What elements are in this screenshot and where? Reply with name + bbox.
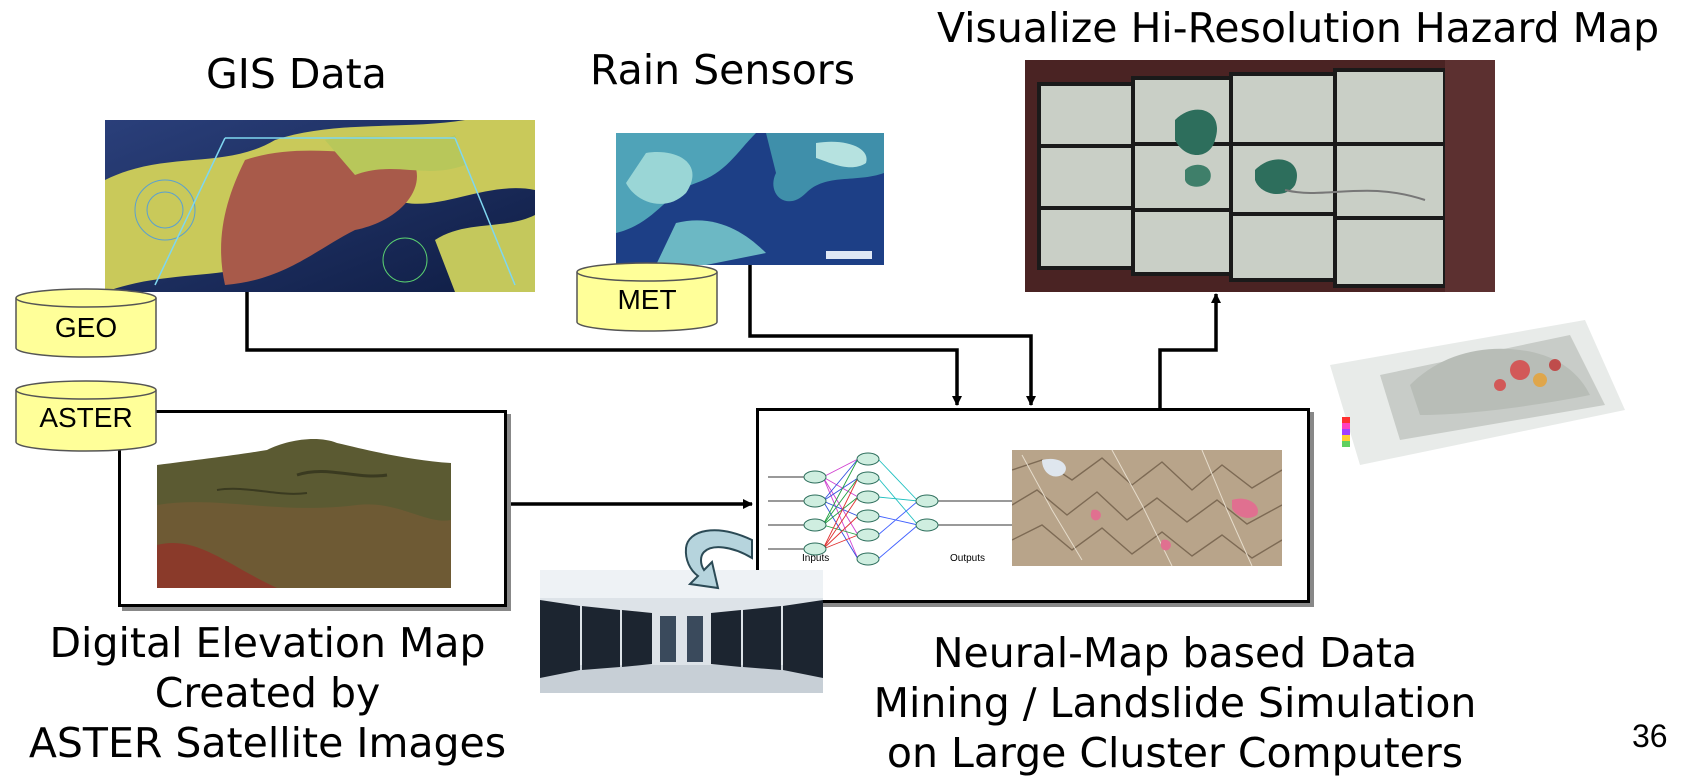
aster-label: ASTER [39, 402, 133, 433]
rain-to-mining-arrow [748, 264, 1036, 406]
landslide-risk-3d-map-image [1320, 315, 1625, 465]
dem-caption-line-1: Digital Elevation Map [49, 619, 486, 667]
digital-elevation-map-image [157, 435, 451, 588]
outputs-label: Outputs [950, 553, 986, 564]
rain-sensors-image [616, 133, 884, 265]
rain-sensors-title: Rain Sensors [590, 46, 856, 94]
hazard-map-display-image [1025, 60, 1495, 292]
neural-caption-line-1: Neural-Map based Data [932, 629, 1418, 677]
neural-caption-line-2: Mining / Landslide Simulation [873, 679, 1477, 727]
gis-data-title: GIS Data [206, 50, 387, 98]
dem-caption-line-3: ASTER Satellite Images [28, 719, 507, 767]
geo-database-cylinder: GEO [15, 288, 157, 358]
geo-label: GEO [54, 312, 118, 343]
aster-database-cylinder: ASTER [15, 380, 157, 452]
visualize-title: Visualize Hi-Resolution Hazard Map [937, 4, 1660, 52]
dem-caption: Digital Elevation Map Created by ASTER S… [0, 618, 535, 768]
neural-caption: Neural-Map based Data Mining / Landslide… [835, 628, 1515, 778]
gis-data-image [105, 120, 535, 292]
gis-to-mining-arrow [245, 290, 962, 406]
curved-arrow-icon [684, 529, 753, 590]
neural-caption-line-3: on Large Cluster Computers [886, 729, 1464, 777]
inputs-label: Inputs [802, 553, 830, 564]
met-label: MET [617, 284, 677, 315]
dem-caption-line-2: Created by [154, 669, 381, 717]
terrain-hazard-map-image [1012, 450, 1282, 566]
cluster-computers-image [540, 570, 823, 693]
page-number: 36 [1632, 718, 1668, 754]
neural-network-diagram [768, 452, 1018, 566]
mining-to-hazard-arrow [1158, 293, 1221, 408]
met-database-cylinder: MET [576, 262, 718, 332]
